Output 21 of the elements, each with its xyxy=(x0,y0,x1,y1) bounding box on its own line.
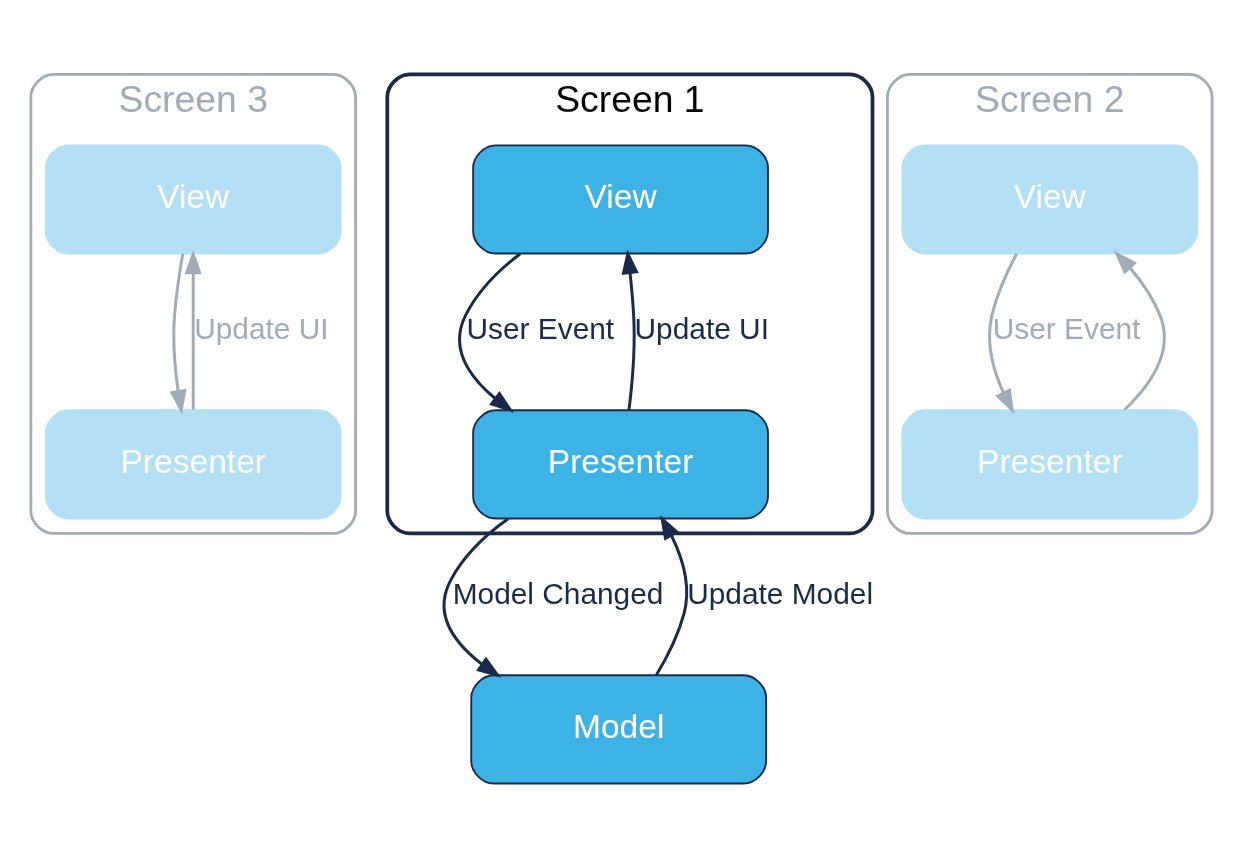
arrow xyxy=(442,517,510,678)
edge-label: Model Changed xyxy=(452,577,664,611)
arrow xyxy=(621,249,639,411)
arrow xyxy=(655,514,689,676)
edge-label: Update UI xyxy=(634,312,769,346)
arrow xyxy=(169,253,187,415)
node-box: View xyxy=(472,144,769,255)
arrow xyxy=(1113,250,1166,412)
edge-label: User Event xyxy=(466,312,615,346)
node-box: View xyxy=(901,144,1199,255)
edge-label: Update Model xyxy=(687,577,874,611)
arrow xyxy=(184,249,202,410)
arrow xyxy=(988,253,1018,414)
node-box: Presenter xyxy=(44,409,342,520)
node-box: Presenter xyxy=(472,409,769,520)
node-box: Presenter xyxy=(901,409,1199,520)
edge-label: User Event xyxy=(992,312,1141,346)
node-box: View xyxy=(44,144,342,255)
node-box: Model xyxy=(470,674,768,785)
edge-label: Update UI xyxy=(194,312,329,346)
arrow xyxy=(458,252,522,413)
